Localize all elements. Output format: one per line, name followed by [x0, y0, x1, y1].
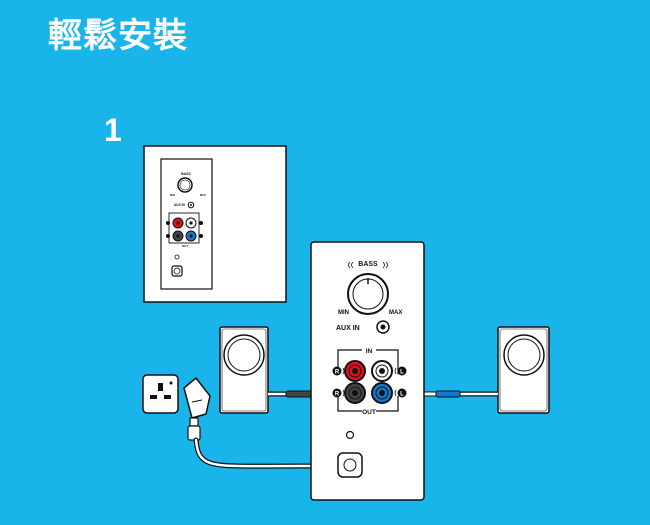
in-label: IN	[366, 348, 373, 355]
out-label: OUT	[362, 409, 376, 416]
overview-max-label: MAX	[200, 193, 206, 197]
subwoofer-back-panel: BASS MIN MAX AUX IN IN OUT	[310, 241, 425, 501]
out-left-jack-blue	[371, 382, 393, 404]
in-r-marker: R	[332, 366, 345, 376]
power-socket	[337, 452, 363, 478]
wall-outlet	[142, 374, 179, 414]
min-label: MIN	[338, 310, 349, 316]
bass-label: BASS	[358, 261, 378, 268]
overview-min-label: MIN	[170, 193, 175, 197]
svg-text:R: R	[335, 392, 340, 398]
out-l-marker: L	[394, 388, 407, 398]
right-speaker	[497, 326, 550, 414]
max-label: MAX	[389, 310, 402, 316]
right-speaker-cable	[413, 390, 498, 398]
aux-in-label: AUX IN	[336, 325, 360, 332]
power-cable	[194, 438, 342, 468]
power-adapter	[183, 377, 211, 441]
out-right-jack-black	[344, 382, 366, 404]
svg-text:L: L	[400, 392, 404, 398]
overview-out-label: OUT	[182, 244, 189, 248]
in-l-marker: L	[394, 366, 407, 376]
svg-text:R: R	[335, 370, 340, 376]
page-title: 輕鬆安裝	[48, 16, 188, 56]
svg-text:L: L	[400, 370, 404, 376]
overview-bass-label: BASS	[181, 172, 191, 176]
overview-aux-label: AUX IN	[174, 203, 186, 207]
in-left-jack-white	[371, 360, 393, 382]
in-right-jack-red	[344, 360, 366, 382]
left-speaker	[219, 326, 269, 414]
out-r-marker: R	[332, 388, 345, 398]
overview-panel: BASS MIN MAX AUX IN OUT	[143, 145, 287, 303]
step-number: 1	[104, 112, 122, 148]
aux-in-jack	[376, 320, 390, 334]
power-led	[345, 430, 355, 440]
bass-knob	[347, 273, 389, 315]
